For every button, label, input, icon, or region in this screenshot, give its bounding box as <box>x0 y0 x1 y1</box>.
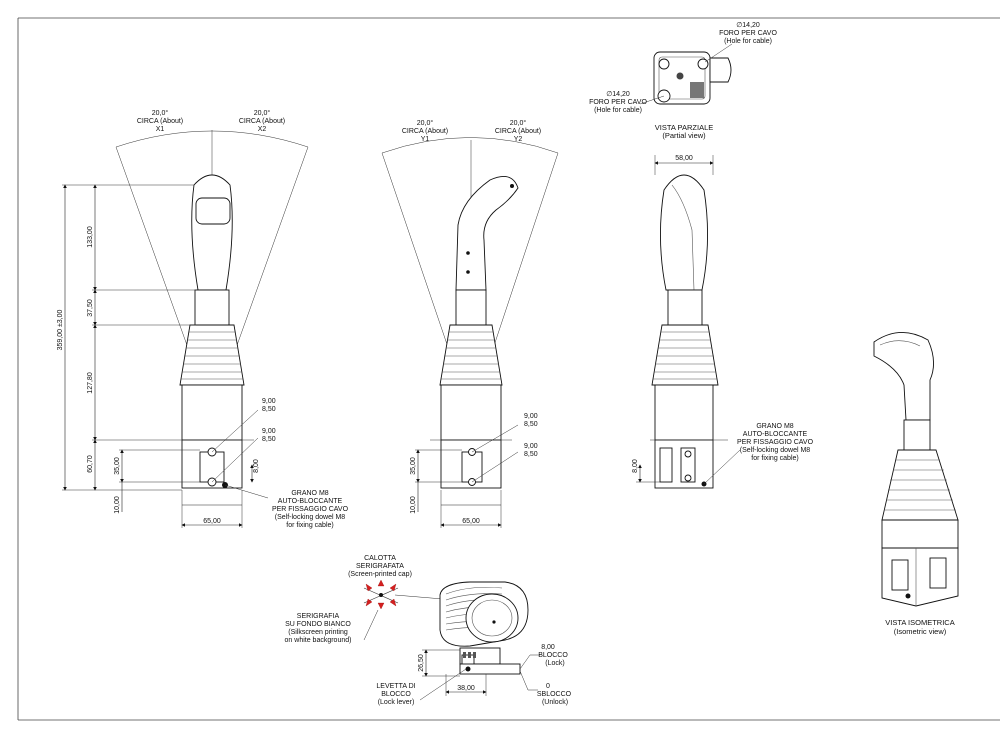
side-hole-upper-a: 9,00 <box>524 413 538 420</box>
lock-label: BLOCCO <box>538 652 568 659</box>
front-right-angle-text: CIRCA (About) <box>239 118 285 125</box>
partial-top-hole-sub: (Hole for cable) <box>724 38 772 45</box>
side-hole-lower-a: 9,00 <box>524 443 538 450</box>
front-right-axis: X2 <box>258 126 267 133</box>
front-hole-upper-b: 8,50 <box>262 406 276 413</box>
partial-view: ∅14,20 FORO PER CAVO (Hole for cable) ∅1… <box>589 22 777 140</box>
detail-height: 26,50 <box>418 654 425 672</box>
silkscreen-symbol <box>363 579 399 610</box>
grano-right-line-2: AUTO-BLOCCANTE <box>743 431 808 438</box>
serigrafia-line-4: on white background) <box>285 637 352 644</box>
partial-left-hole-label: FORO PER CAVO <box>589 99 647 106</box>
front-left-angle-text: CIRCA (About) <box>137 118 183 125</box>
serigrafia-line-1: SERIGRAFIA <box>297 613 340 620</box>
side-right-angle-value: 20,0° <box>510 119 527 127</box>
levetta-line-1: LEVETTA DI <box>376 683 415 690</box>
isometric-subtitle: (Isometric view) <box>894 627 947 636</box>
grano-right-line-3: PER FISSAGGIO CAVO <box>737 439 814 446</box>
front-left-angle-value: 20,0° <box>152 109 169 117</box>
front-hole-callouts: 9,00 8,50 9,00 8,50 <box>211 398 276 483</box>
unlock-label: SBLOCCO <box>537 691 572 698</box>
grano-front-line-2: AUTO-BLOCCANTE <box>278 498 343 505</box>
detail-width: 38,00 <box>457 685 475 692</box>
side-view: 20,0° CIRCA (About) Y1 20,0° CIRCA (Abou… <box>381 119 559 528</box>
lock-value: 8,00 <box>541 644 555 651</box>
front-grip-height: 133,00 <box>87 226 94 248</box>
side-handle <box>430 175 519 489</box>
front-total-height: 359,00 ±3,00 <box>57 309 64 350</box>
partial-left-hole-diameter: ∅14,20 <box>606 91 630 98</box>
serigrafia-line-3: (Silkscreen printing <box>288 629 348 636</box>
side-base-mid: 35,00 <box>410 457 417 475</box>
side-left-axis: Y1 <box>421 136 430 143</box>
side-hole-lower-b: 8,50 <box>524 451 538 458</box>
partial-top-hole-diameter: ∅14,20 <box>736 22 760 29</box>
isometric-view: VISTA ISOMETRICA (Isometric view) <box>873 332 959 636</box>
partial-top-hole-label: FORO PER CAVO <box>719 30 777 37</box>
front-height-dimensions: 359,00 ±3,00 133,00 37,50 127,80 60,70 3… <box>57 184 200 514</box>
side-dimensions: 35,00 10,00 65,00 9,00 8,50 9,00 8,50 <box>410 413 538 528</box>
front-base-mid: 35,00 <box>114 457 121 475</box>
side-right-axis: Y2 <box>514 136 523 143</box>
grano-front-line-3: PER FISSAGGIO CAVO <box>272 506 349 513</box>
partial-left-hole-sub: (Hole for cable) <box>594 107 642 114</box>
side-width: 65,00 <box>462 518 480 525</box>
detail-view: CALOTTA SERIGRAFATA (Screen-printed cap)… <box>285 555 572 706</box>
front-hole-lower-b: 8,50 <box>262 436 276 443</box>
front-hole-lower-a: 9,00 <box>262 428 276 435</box>
front-left-axis: X1 <box>156 126 165 133</box>
grano-right-line-1: GRANO M8 <box>756 423 793 430</box>
grano-right-line-5: for fixing cable) <box>751 455 798 462</box>
side-left-angle-text: CIRCA (About) <box>402 128 448 135</box>
rear-width: 58,00 <box>675 155 693 162</box>
front-screw-height: 8,00 <box>253 459 260 473</box>
side-right-angle-text: CIRCA (About) <box>495 128 541 135</box>
levetta-line-3: (Lock lever) <box>378 699 415 706</box>
side-left-angle-value: 20,0° <box>417 119 434 127</box>
front-collar-height: 37,50 <box>87 299 94 317</box>
calotta-line-2: SERIGRAFATA <box>356 563 404 570</box>
grano-front-line-5: for fixing cable) <box>286 522 333 529</box>
isometric-title: VISTA ISOMETRICA <box>885 618 954 627</box>
rear-screw-height: 8,00 <box>632 459 639 473</box>
grano-front-line-1: GRANO M8 <box>291 490 328 497</box>
front-view: 20,0° CIRCA (About) X1 20,0° CIRCA (Abou… <box>57 109 349 529</box>
front-handle <box>170 174 254 489</box>
front-width-dimension: 65,00 8,00 <box>181 459 260 528</box>
grano-front-line-4: (Self-locking dowel M8 <box>275 514 346 521</box>
partial-view-subtitle: (Partial view) <box>662 131 706 140</box>
levetta-line-2: BLOCCO <box>381 691 411 698</box>
front-grano-callout: GRANO M8 AUTO-BLOCCANTE PER FISSAGGIO CA… <box>224 484 349 529</box>
front-base-height: 60,70 <box>87 455 94 473</box>
serigrafia-line-2: SU FONDO BIANCO <box>285 621 351 628</box>
rear-view: 58,00 8,00 GRANO M8 AUTO-BLOCCANTE PER F… <box>632 155 814 489</box>
front-right-angle-value: 20,0° <box>254 109 271 117</box>
front-width: 65,00 <box>203 518 221 525</box>
side-hole-upper-b: 8,50 <box>524 421 538 428</box>
calotta-line-3: (Screen-printed cap) <box>348 571 412 578</box>
partial-view-title: VISTA PARZIALE <box>655 123 714 132</box>
unlock-sub: (Unlock) <box>542 699 568 706</box>
front-boot-height: 127,80 <box>87 372 94 394</box>
grano-right-line-4: (Self-locking dowel M8 <box>740 447 811 454</box>
calotta-line-1: CALOTTA <box>364 555 396 562</box>
sheet-frame <box>17 17 1000 721</box>
side-bottom: 10,00 <box>410 496 417 514</box>
unlock-value: 0 <box>546 683 550 690</box>
front-bottom: 10,00 <box>114 496 121 514</box>
lock-sub: (Lock) <box>545 660 564 667</box>
front-hole-upper-a: 9,00 <box>262 398 276 405</box>
